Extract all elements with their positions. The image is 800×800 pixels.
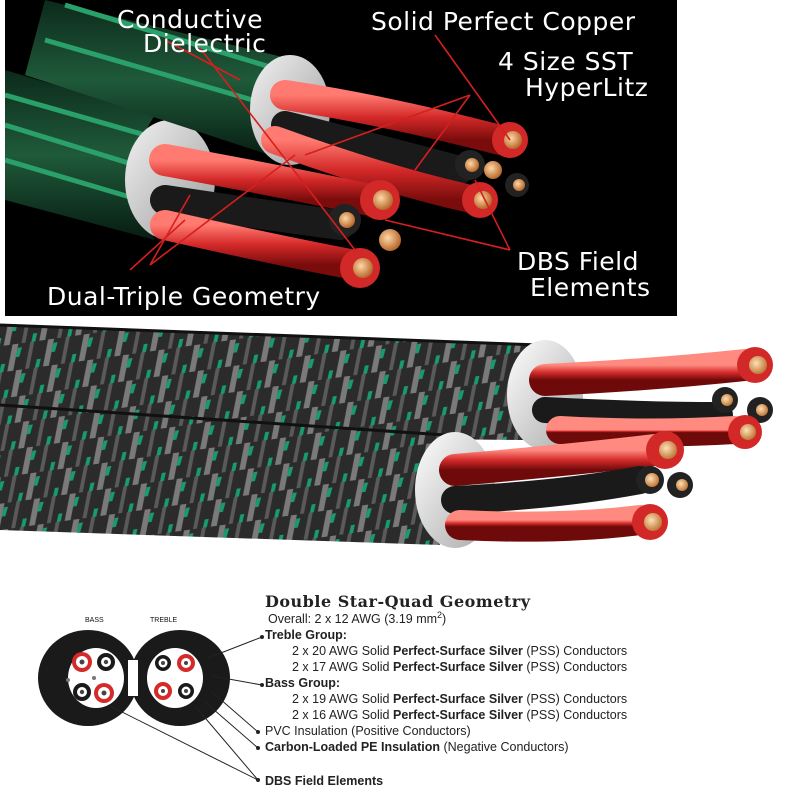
treble-label: TREBLE	[150, 617, 178, 624]
treble-group-heading: Treble Group:	[265, 628, 347, 642]
callout-lines	[129, 34, 511, 271]
treble-cross-section	[130, 630, 230, 726]
callout-conductive-dielectric-2: Dielectric	[143, 29, 266, 58]
braided-upper-conductors	[529, 347, 773, 449]
bass-group-heading: Bass Group:	[265, 676, 340, 690]
callout-conductive-dielectric-1: Conductive	[117, 5, 263, 34]
cable-divider	[128, 660, 138, 696]
leader-lines	[109, 636, 263, 781]
overall-prefix: Overall: 2 x 12 AWG (3.19 mm	[268, 612, 437, 626]
pvc-insulation: PVC Insulation (Positive Conductors)	[265, 724, 471, 738]
treble-item-2-suffix: (PSS) Conductors	[523, 660, 627, 674]
overall-suffix: )	[442, 612, 446, 626]
overall-spec: Overall: 2 x 12 AWG (3.19 mm2)	[268, 610, 446, 626]
callout-dual-triple-geometry: Dual-Triple Geometry	[47, 282, 321, 311]
bass-item-1-suffix: (PSS) Conductors	[523, 692, 627, 706]
treble-item-2-bold: Perfect-Surface Silver	[393, 660, 523, 674]
treble-item-1-suffix: (PSS) Conductors	[523, 644, 627, 658]
treble-item-2: 2 x 17 AWG Solid Perfect-Surface Silver …	[292, 660, 627, 674]
bass-group-label: Bass Group	[265, 676, 336, 690]
callout-dbs-field-2: Elements	[530, 273, 651, 302]
bass-item-2: 2 x 16 AWG Solid Perfect-Surface Silver …	[292, 708, 627, 722]
cross-section-diagram: BASS TREBLE Double Star-Quad Ge	[38, 592, 627, 788]
diagram-title: Double Star-Quad Geometry	[265, 592, 531, 611]
bass-label: BASS	[85, 617, 104, 624]
treble-item-1-bold: Perfect-Surface Silver	[393, 644, 523, 658]
bass-item-2-prefix: 2 x 16 AWG Solid	[292, 708, 393, 722]
callout-4-size-sst: 4 Size SST	[498, 47, 633, 76]
cable-photo-braided	[0, 323, 773, 548]
leader-dots	[256, 635, 264, 782]
lower-conductor-bundle	[149, 144, 401, 288]
bass-item-2-suffix: (PSS) Conductors	[523, 708, 627, 722]
carbon-rest: (Negative Conductors)	[440, 740, 569, 754]
treble-item-2-prefix: 2 x 17 AWG Solid	[292, 660, 393, 674]
callout-hyperlitz: HyperLitz	[525, 73, 648, 102]
cable-photo-top: Conductive Dielectric Solid Perfect Copp…	[5, 0, 677, 316]
treble-item-1-prefix: 2 x 20 AWG Solid	[292, 644, 393, 658]
treble-item-1: 2 x 20 AWG Solid Perfect-Surface Silver …	[292, 644, 627, 658]
overall-sup: 2	[437, 610, 442, 620]
treble-group-label: Treble Group	[265, 628, 343, 642]
bass-cross-section	[38, 630, 138, 726]
bass-item-1-bold: Perfect-Surface Silver	[393, 692, 523, 706]
carbon-bold: Carbon-Loaded PE Insulation	[265, 740, 440, 754]
dbs-field-elements: DBS Field Elements	[265, 774, 383, 788]
carbon-insulation: Carbon-Loaded PE Insulation (Negative Co…	[265, 740, 569, 754]
callout-solid-perfect-copper: Solid Perfect Copper	[371, 7, 636, 36]
bass-item-2-bold: Perfect-Surface Silver	[393, 708, 523, 722]
braided-lower-conductors	[439, 431, 693, 542]
upper-conductor-bundle	[261, 80, 529, 218]
bass-item-1: 2 x 19 AWG Solid Perfect-Surface Silver …	[292, 692, 627, 706]
callout-dbs-field-1: DBS Field	[517, 247, 639, 276]
bass-item-1-prefix: 2 x 19 AWG Solid	[292, 692, 393, 706]
